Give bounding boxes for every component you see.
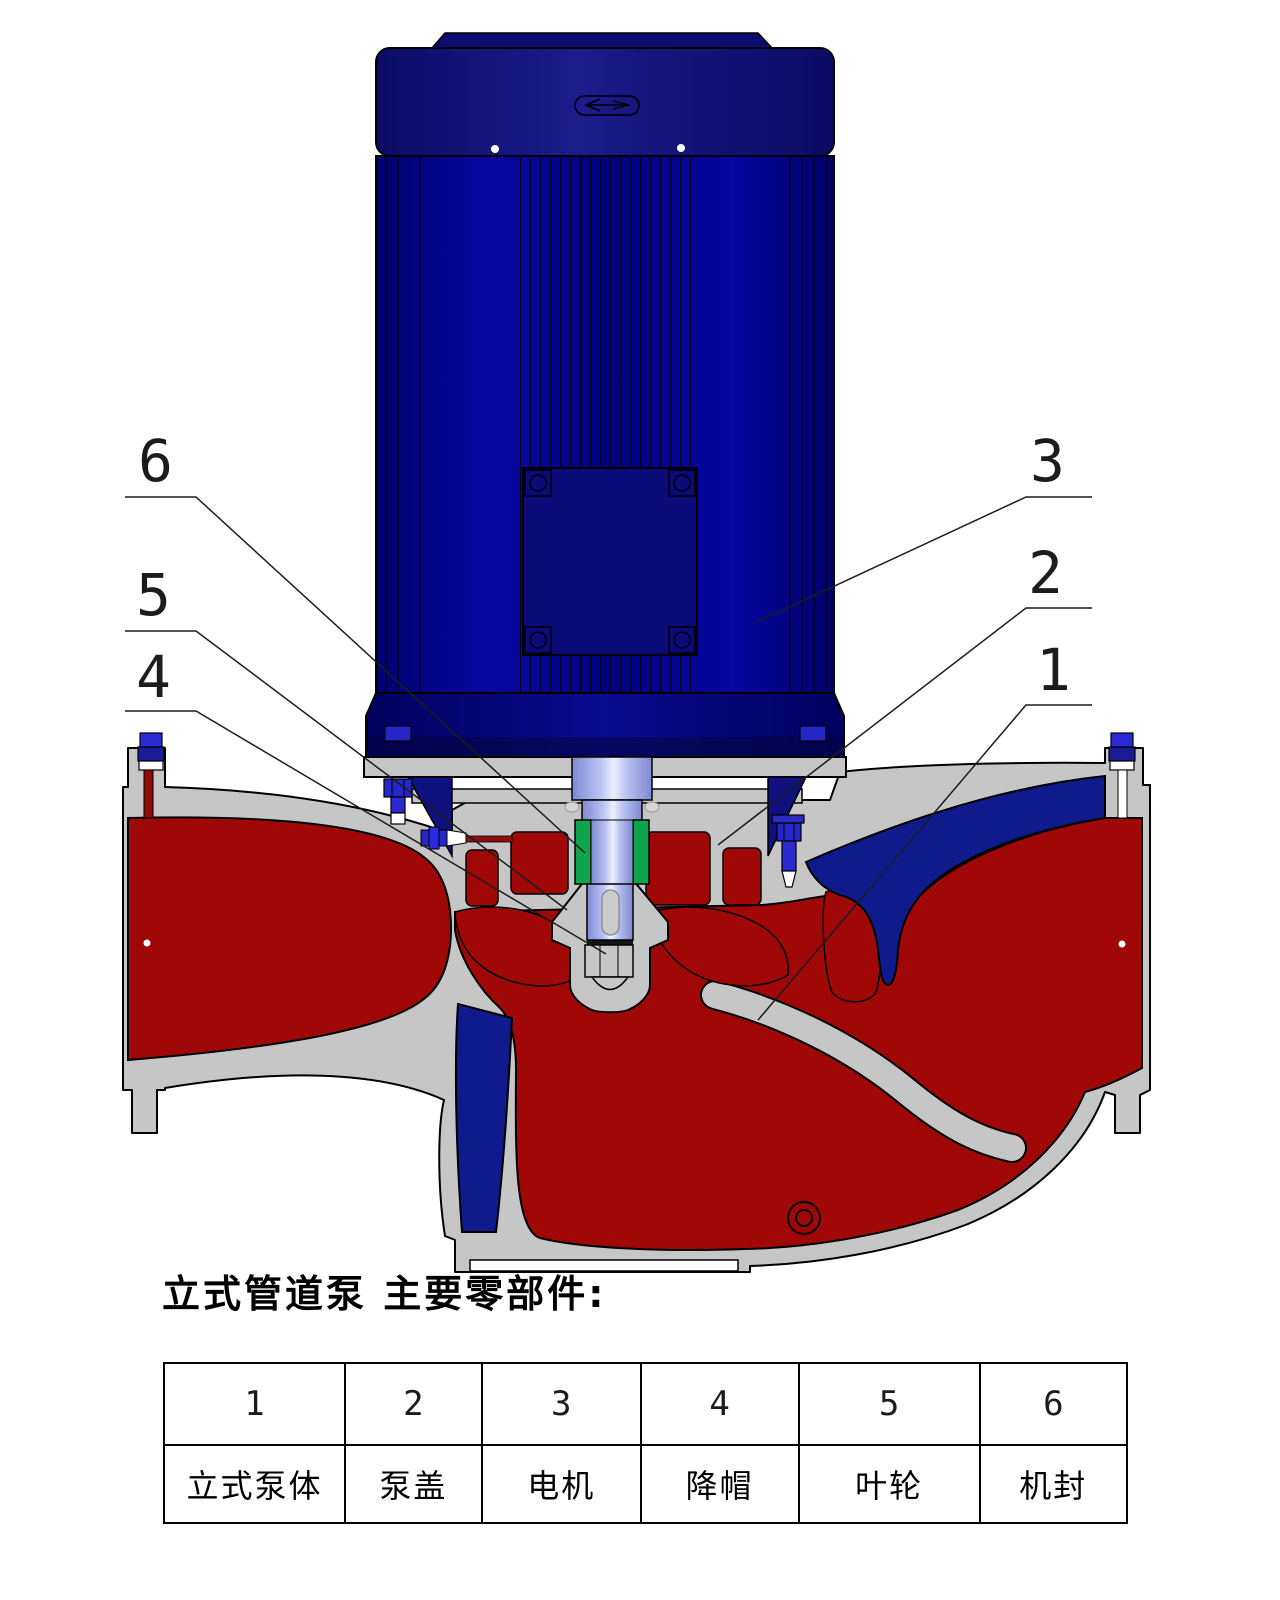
impeller-vane-right [649, 906, 789, 987]
volute-tongue [700, 980, 1027, 1163]
foot-recess [469, 1259, 739, 1272]
part-number-cell: 1 [162, 1362, 347, 1446]
shaft-mid [581, 799, 643, 823]
impeller [454, 831, 789, 987]
flange-center-dot [143, 939, 151, 947]
impeller-hub-right [645, 831, 711, 906]
part-name-cell: 电机 [480, 1444, 642, 1524]
motor-panel-lines [385, 156, 827, 693]
motor-emblem-icon [574, 95, 640, 116]
mechanical-seal-right [632, 819, 650, 885]
part-name-cell: 叶轮 [797, 1444, 981, 1524]
right-flange-bolt [1108, 732, 1136, 819]
shaft-upper [571, 756, 653, 801]
part-number-cell: 2 [344, 1362, 483, 1446]
motor-top-ridge [430, 32, 774, 49]
left-chamber-navy [454, 1002, 514, 1233]
parts-table-number-row: 1 2 3 4 5 6 [162, 1362, 1129, 1446]
shaft-and-seal [564, 756, 660, 941]
motor-cap-dot [491, 145, 499, 153]
shaft-keyway [601, 889, 620, 936]
callout-label-6: 6 [138, 427, 173, 495]
drain-plug [787, 1201, 821, 1235]
shaft-bell-and-nut [551, 879, 669, 1014]
leader-1 [757, 704, 1092, 1021]
shaft-collar [644, 801, 660, 813]
shaft-collar [564, 801, 580, 813]
leader-4 [125, 710, 607, 955]
flange-center-dot [1118, 940, 1126, 948]
fasteners [137, 732, 1136, 1235]
impeller-shroud-block-right [722, 847, 762, 906]
volute-chambers [454, 774, 1106, 1233]
part-name-cell: 泵盖 [344, 1444, 483, 1524]
cap-nut [584, 944, 634, 978]
discharge-chamber-navy [804, 774, 1106, 987]
impeller-hub-left [510, 831, 569, 895]
motor-side-nub [384, 725, 412, 742]
shaft-washer [587, 940, 633, 945]
part-name-cell: 立式泵体 [162, 1444, 347, 1524]
part-number-cell: 6 [978, 1362, 1129, 1446]
part-number-cell: 3 [480, 1362, 642, 1446]
leader-2 [717, 607, 1092, 846]
callout-label-1: 1 [1036, 636, 1071, 704]
part-number-cell: 4 [639, 1362, 800, 1446]
leader-5 [125, 630, 568, 911]
callout-label-3: 3 [1030, 427, 1065, 495]
callout-label-5: 5 [136, 561, 171, 629]
motor-side-nub [799, 725, 827, 742]
left-flange-bolt [137, 732, 165, 819]
suction-cone [127, 816, 453, 1062]
motor [363, 32, 847, 859]
cover-bolt-right [771, 814, 805, 888]
leader-6 [125, 496, 586, 854]
motor-flare-shadow [368, 737, 842, 756]
part-name-cell: 降帽 [639, 1444, 800, 1524]
impeller-shroud-block [465, 849, 499, 907]
shaft-seal-section [590, 819, 634, 885]
parts-table: 1 2 3 4 5 6 立式泵体 泵盖 电机 降帽 叶轮 机封 [162, 1362, 1129, 1524]
motor-junction-plate [522, 467, 698, 656]
parts-table-name-row: 立式泵体 泵盖 电机 降帽 叶轮 机封 [162, 1444, 1129, 1524]
callout-label-2: 2 [1028, 539, 1063, 607]
motor-cap [375, 47, 835, 157]
grease-fitting [420, 826, 513, 850]
callout-label-4: 4 [136, 643, 171, 711]
part-number-cell: 5 [797, 1362, 981, 1446]
motor-cap-dot [677, 144, 685, 152]
cap-nut-dome [590, 976, 630, 991]
page-title: 立式管道泵 主要零部件: [162, 1272, 607, 1316]
part-name-cell: 机封 [978, 1444, 1129, 1524]
leader-3 [754, 496, 1092, 624]
callout-leader-lines [125, 496, 1092, 1021]
